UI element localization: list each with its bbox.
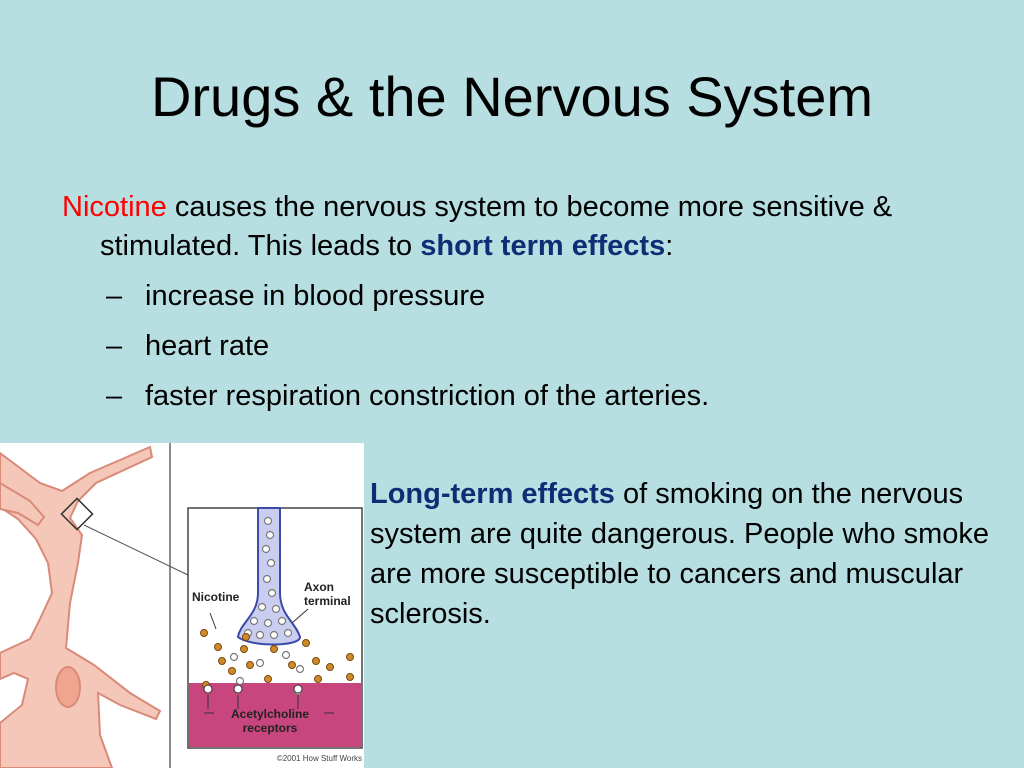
receptors-label-line2: receptors	[243, 721, 298, 735]
effect-text: heart rate	[145, 330, 270, 362]
dash-bullet: –	[106, 280, 123, 312]
receptor-membrane	[189, 683, 361, 747]
long-term-paragraph: Long-term effects of smoking on the nerv…	[370, 474, 1010, 634]
intro-text: causes the nervous system to become more…	[100, 191, 893, 262]
dash-bullet: –	[106, 330, 123, 362]
long-term-emphasis: Long-term effects	[370, 478, 615, 510]
intro-paragraph: Nicotine causes the nervous system to be…	[62, 188, 982, 266]
list-item: –faster respiration constriction of the …	[106, 377, 982, 416]
nicotine-highlight: Nicotine	[62, 191, 167, 223]
bullet-content: Nicotine causes the nervous system to be…	[62, 188, 982, 427]
long-term-text: of smoking on the nervous system are qui…	[370, 478, 990, 630]
list-item: –heart rate	[106, 327, 982, 366]
figure-credit: ©2001 How Stuff Works	[277, 754, 362, 763]
slide-title: Drugs & the Nervous System	[150, 65, 874, 128]
axon-label: Axon	[304, 580, 334, 594]
effect-text: faster respiration constriction of the a…	[145, 380, 710, 412]
nicotine-molecules	[200, 629, 354, 689]
nicotine-label: Nicotine	[192, 590, 240, 604]
receptors-label-line1: Acetylcholine	[231, 707, 309, 721]
effects-list: –increase in blood pressure –heart rate …	[106, 277, 982, 416]
neuron-illustration	[0, 443, 189, 768]
neuron-nucleus	[55, 666, 81, 708]
terminal-label: terminal	[304, 594, 351, 608]
synapse-diagram: Nicotine Axon terminal Acetylcholine rec…	[0, 443, 364, 768]
intro-colon: :	[665, 230, 674, 262]
short-term-emphasis: short term effects	[420, 230, 666, 262]
effect-text: increase in blood pressure	[145, 280, 486, 312]
list-item: –increase in blood pressure	[106, 277, 982, 316]
dash-bullet: –	[106, 380, 123, 412]
